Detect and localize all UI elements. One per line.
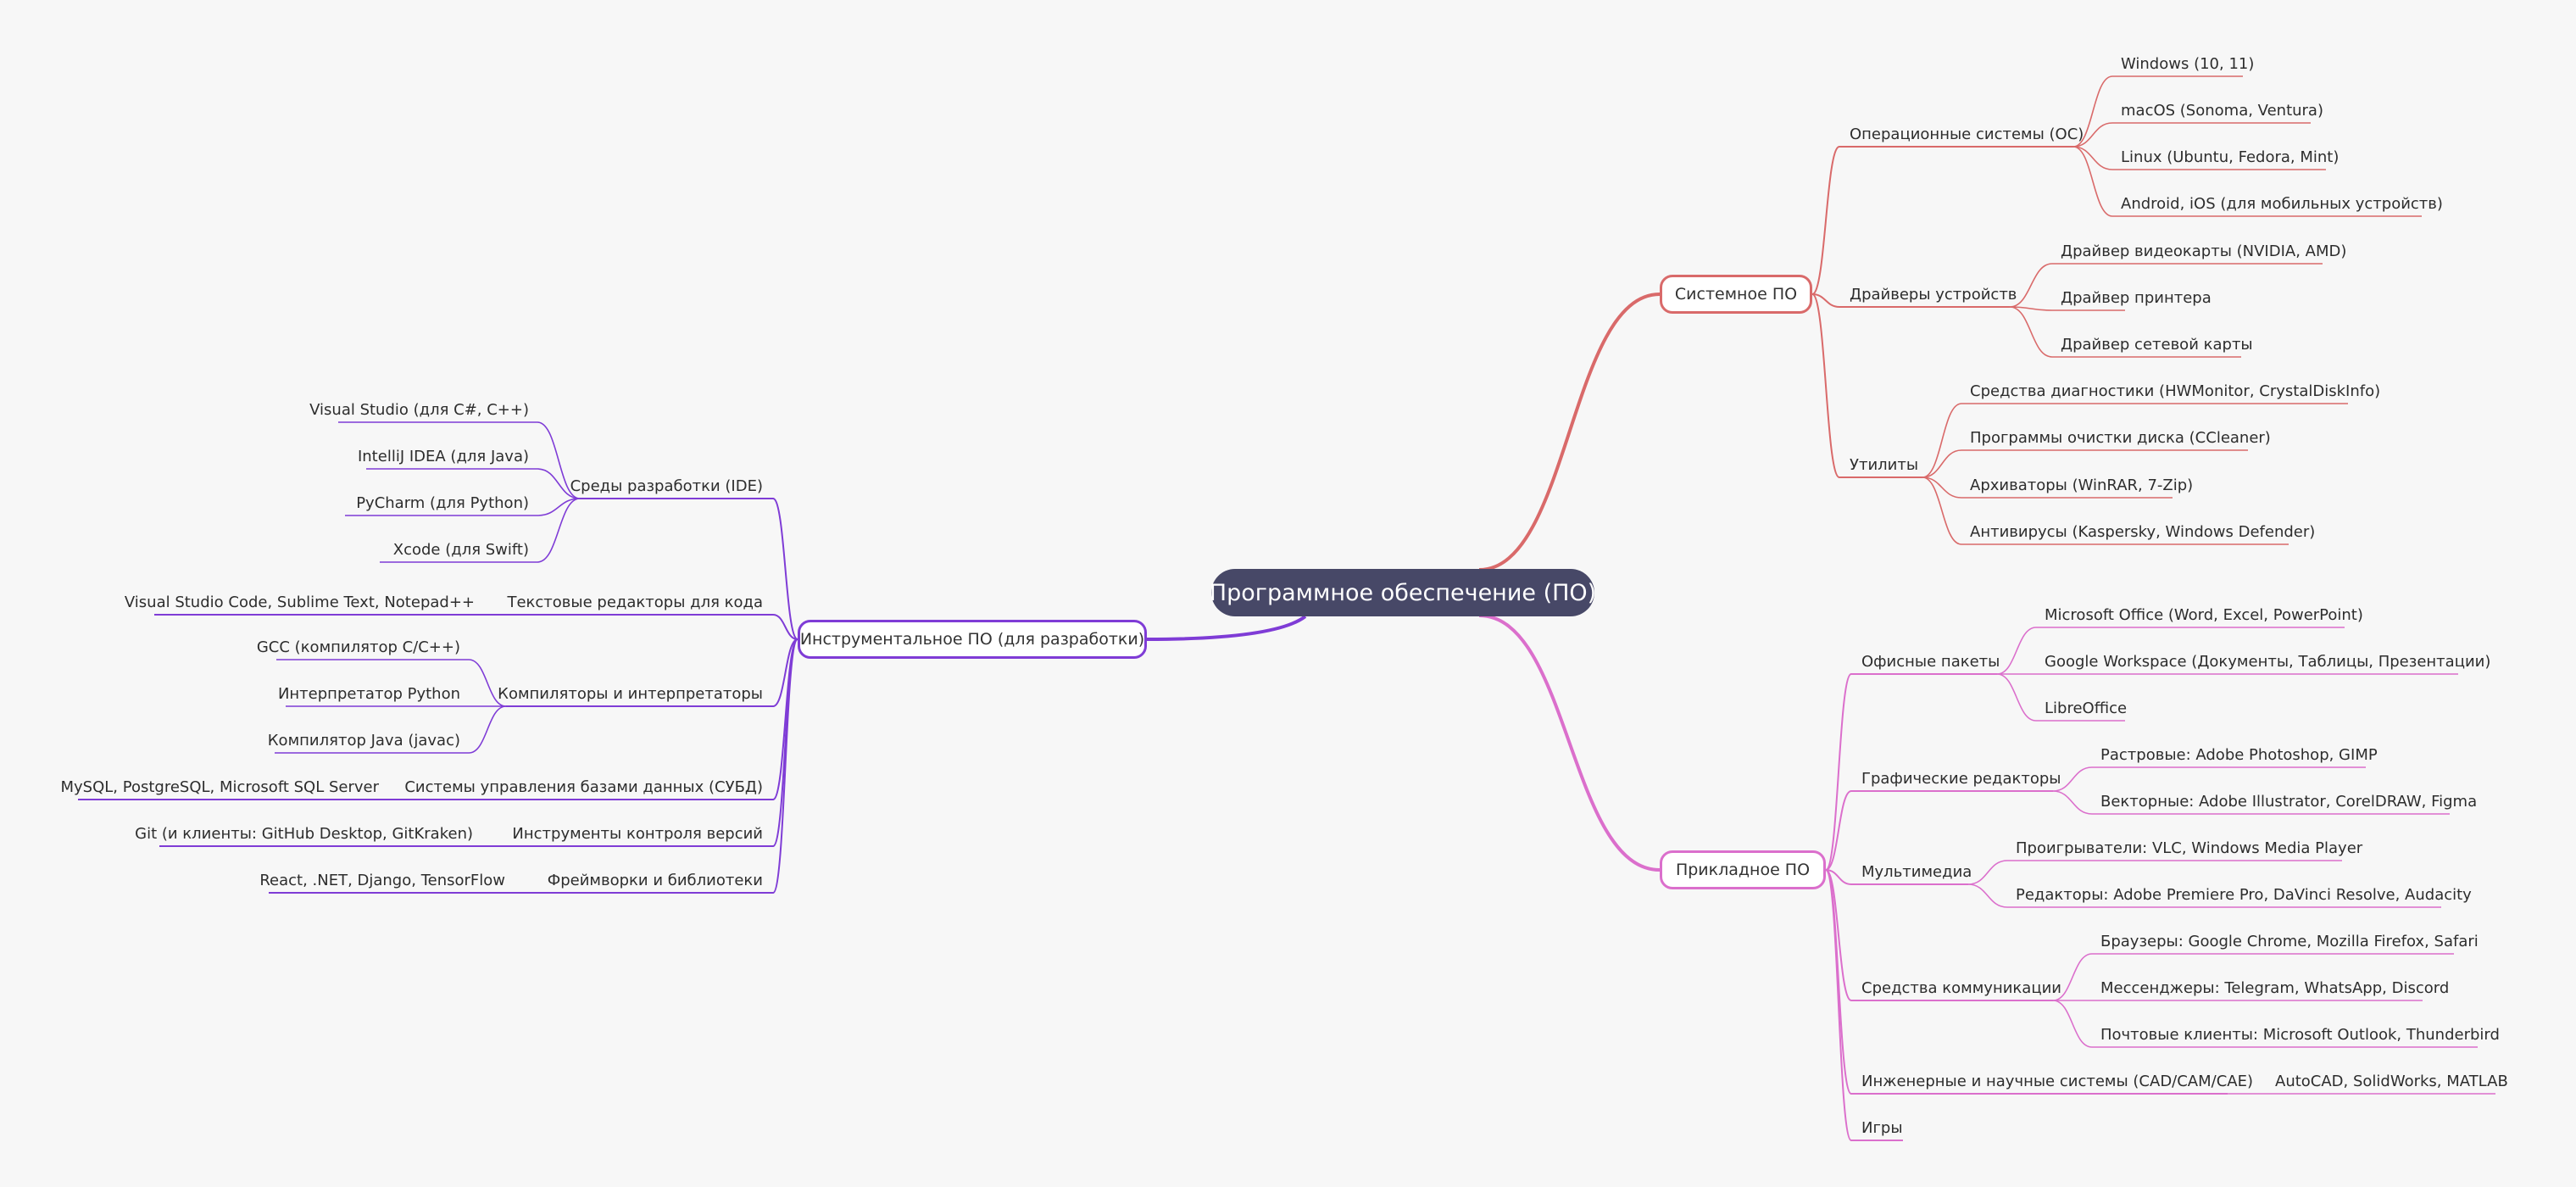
group-node[interactable]: Системы управления базами данных (СУБД) — [404, 778, 763, 796]
group-node[interactable]: Игры — [1861, 1119, 1903, 1137]
leaf-node[interactable]: Программы очистки диска (CCleaner) — [1970, 429, 2271, 447]
leaf-node[interactable]: Git (и клиенты: GitHub Desktop, GitKrake… — [135, 825, 473, 843]
leaf-node[interactable]: Векторные: Adobe Illustrator, CorelDRAW,… — [2100, 793, 2478, 811]
link — [468, 659, 507, 707]
leaf-node[interactable]: Антивирусы (Kaspersky, Windows Defender) — [1970, 523, 2316, 541]
branch-system-software[interactable]: Системное ПО — [1660, 275, 1812, 314]
leaf-node[interactable]: React, .NET, Django, TensorFlow — [259, 872, 505, 889]
group-node[interactable]: Мультимедиа — [1861, 863, 1972, 881]
link — [1825, 869, 1852, 1141]
link — [1922, 449, 1962, 478]
branch-dev-software[interactable]: Инструментальное ПО (для разработки) — [798, 620, 1147, 659]
leaf-node[interactable]: Интерпретатор Python — [277, 685, 460, 703]
link — [1825, 790, 1852, 871]
link — [1996, 627, 2037, 675]
link — [1996, 673, 2037, 722]
link — [2052, 1000, 2093, 1048]
leaf-node[interactable]: PyCharm (для Python) — [356, 494, 529, 512]
link — [1922, 476, 1962, 545]
link — [537, 468, 581, 499]
link — [2009, 263, 2053, 308]
group-node[interactable]: Среды разработки (IDE) — [570, 477, 763, 495]
link — [1478, 614, 1661, 872]
group-node[interactable]: Утилиты — [1850, 456, 1919, 474]
link — [537, 421, 581, 499]
group-node[interactable]: Текстовые редакторы для кода — [507, 594, 763, 611]
link — [1811, 293, 1840, 308]
link — [1825, 869, 1852, 1095]
branch-applied-software[interactable]: Прикладное ПО — [1660, 850, 1826, 889]
leaf-node[interactable]: GCC (компилятор C/C++) — [256, 638, 460, 656]
leaf-node[interactable]: Архиваторы (WinRAR, 7-Zip) — [1970, 476, 2194, 494]
group-node[interactable]: Фреймворки и библиотеки — [547, 872, 763, 889]
leaf-node[interactable]: Средства диагностики (HWMonitor, Crystal… — [1970, 382, 2381, 400]
link — [1811, 146, 1840, 295]
link — [1825, 869, 1852, 885]
link — [2072, 146, 2113, 170]
leaf-node[interactable]: Редакторы: Adobe Premiere Pro, DaVinci R… — [2016, 886, 2472, 904]
group-node[interactable]: Операционные системы (ОС) — [1850, 125, 2084, 143]
link — [1811, 293, 1840, 478]
leaf-node[interactable]: Android, iOS (для мобильных устройств) — [2121, 195, 2443, 213]
link — [2052, 790, 2093, 815]
leaf-node[interactable]: Google Workspace (Документы, Таблицы, Пр… — [2045, 653, 2491, 671]
link — [1146, 615, 1307, 641]
link — [1967, 883, 2008, 908]
link — [2072, 146, 2113, 217]
link — [772, 498, 798, 640]
link — [468, 705, 507, 754]
group-node[interactable]: Средства коммуникации — [1861, 979, 2061, 997]
link — [772, 638, 798, 894]
group-node[interactable]: Офисные пакеты — [1861, 653, 2000, 671]
link — [1967, 860, 2008, 885]
leaf-node[interactable]: Компилятор Java (javac) — [267, 732, 460, 750]
leaf-node[interactable]: Windows (10, 11) — [2121, 55, 2255, 73]
leaf-node[interactable]: AutoCAD, SolidWorks, MATLAB — [2275, 1073, 2508, 1090]
leaf-node[interactable]: Microsoft Office (Word, Excel, PowerPoin… — [2045, 606, 2363, 624]
link — [2072, 75, 2113, 148]
group-node[interactable]: Инженерные и научные системы (CAD/CAM/CA… — [1861, 1073, 2253, 1090]
link — [537, 498, 581, 563]
leaf-node[interactable]: Visual Studio (для C#, C++) — [309, 401, 529, 419]
leaf-node[interactable]: macOS (Sonoma, Ventura) — [2121, 102, 2323, 120]
group-node[interactable]: Инструменты контроля версий — [512, 825, 763, 843]
group-node[interactable]: Драйверы устройств — [1850, 286, 2017, 304]
leaf-node[interactable]: IntelliJ IDEA (для Java) — [357, 448, 529, 465]
leaf-node[interactable]: Linux (Ubuntu, Fedora, Mint) — [2121, 148, 2340, 166]
group-node[interactable]: Графические редакторы — [1861, 770, 2061, 788]
link — [2009, 306, 2053, 358]
link — [772, 638, 798, 707]
leaf-node[interactable]: Растровые: Adobe Photoshop, GIMP — [2100, 746, 2378, 764]
link — [537, 498, 581, 516]
leaf-node[interactable]: Проигрыватели: VLC, Windows Media Player — [2016, 839, 2363, 857]
link — [2052, 953, 2093, 1001]
link — [772, 614, 798, 640]
link — [2072, 122, 2113, 148]
leaf-node[interactable]: LibreOffice — [2045, 699, 2128, 717]
group-node[interactable]: Компиляторы и интерпретаторы — [498, 685, 763, 703]
leaf-node[interactable]: Драйвер принтера — [2061, 289, 2212, 307]
leaf-node[interactable]: Браузеры: Google Chrome, Mozilla Firefox… — [2100, 933, 2479, 950]
link — [1922, 476, 1962, 499]
leaf-node[interactable]: Драйвер видеокарты (NVIDIA, AMD) — [2061, 242, 2347, 260]
link — [1922, 403, 1962, 478]
link — [2052, 766, 2093, 792]
link — [2009, 306, 2053, 311]
link — [1478, 293, 1661, 571]
leaf-node[interactable]: Мессенджеры: Telegram, WhatsApp, Discord — [2100, 979, 2450, 997]
leaf-node[interactable]: Драйвер сетевой карты — [2061, 336, 2253, 354]
leaf-node[interactable]: MySQL, PostgreSQL, Microsoft SQL Server — [60, 778, 380, 796]
link — [1825, 869, 1852, 1001]
link — [1825, 673, 1852, 871]
leaf-node[interactable]: Почтовые клиенты: Microsoft Outlook, Thu… — [2100, 1026, 2500, 1044]
root-node[interactable]: Программное обеспечение (ПО) — [1210, 569, 1596, 616]
leaf-node[interactable]: Xcode (для Swift) — [392, 541, 529, 559]
leaf-node[interactable]: Visual Studio Code, Sublime Text, Notepa… — [124, 594, 475, 611]
